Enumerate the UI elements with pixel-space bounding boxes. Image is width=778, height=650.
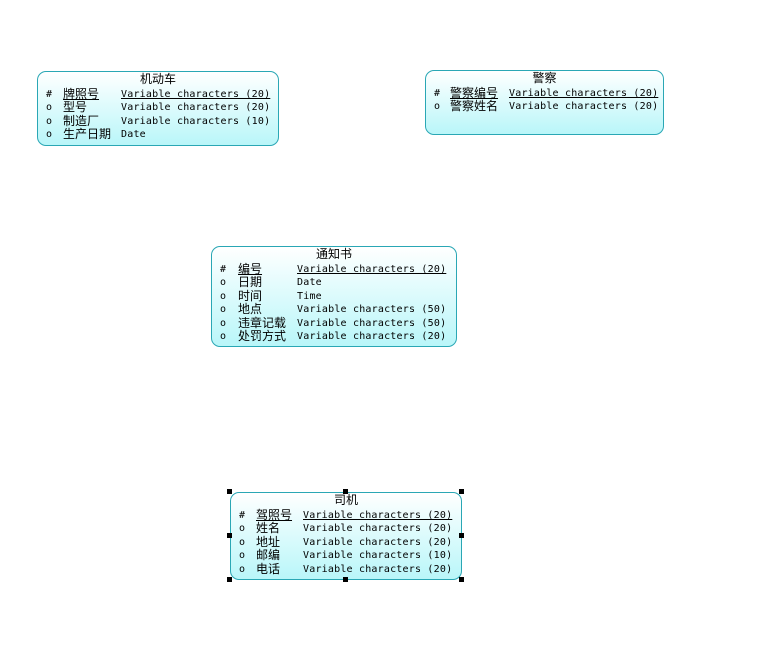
- attribute-marker: o: [220, 290, 227, 302]
- attribute-name: 时间: [238, 288, 263, 303]
- attribute-type: Variable characters (20): [297, 264, 447, 275]
- resize-handle-bottom-left[interactable]: [227, 577, 232, 582]
- attribute-type: Variable characters (20): [121, 89, 271, 100]
- attribute-name: 警察编号: [450, 86, 499, 100]
- entity-title: 司机: [333, 493, 358, 507]
- attribute-type: Variable characters (20): [509, 88, 659, 99]
- primary-key-marker: #: [434, 88, 441, 99]
- entity-title: 警察: [532, 71, 557, 85]
- attribute-marker: o: [46, 129, 53, 141]
- attribute-marker: o: [46, 102, 53, 114]
- resize-handle-bottom[interactable]: [343, 577, 348, 582]
- attribute-type: Variable characters (10): [121, 115, 271, 127]
- attribute-type: Date: [121, 129, 146, 141]
- attribute-name: 姓名: [256, 521, 281, 536]
- primary-key-marker: #: [46, 89, 53, 100]
- resize-handle-bottom-right[interactable]: [459, 577, 464, 582]
- attribute-marker: o: [239, 550, 246, 562]
- attribute-type: Variable characters (10): [303, 550, 453, 562]
- attribute-name: 地址: [256, 534, 281, 549]
- resize-handle-left[interactable]: [227, 533, 232, 538]
- attribute-marker: o: [220, 277, 227, 289]
- attribute-name: 违章记载: [238, 315, 287, 330]
- attribute-name: 驾照号: [256, 508, 293, 522]
- attribute-name: 型号: [63, 100, 88, 115]
- primary-key-marker: #: [239, 510, 246, 521]
- attribute-name: 生产日期: [63, 127, 112, 142]
- attribute-type: Variable characters (20): [303, 536, 453, 548]
- attribute-type: Variable characters (50): [297, 317, 447, 329]
- attribute-type: Variable characters (50): [297, 304, 447, 316]
- resize-handle-top[interactable]: [343, 489, 348, 494]
- attribute-name: 编号: [238, 262, 263, 276]
- resize-handle-top-right[interactable]: [459, 489, 464, 494]
- attribute-name: 邮编: [256, 548, 281, 563]
- attribute-name: 处罚方式: [238, 328, 287, 343]
- resize-handle-right[interactable]: [459, 533, 464, 538]
- entity-jingcha[interactable]: 警察 # 警察编号 Variable characters (20) o 警察姓名 Var…: [425, 70, 664, 135]
- attribute-marker: o: [239, 536, 246, 548]
- attribute-marker: o: [220, 317, 227, 329]
- entity-title: 机动车: [139, 72, 176, 86]
- primary-key-marker: #: [220, 264, 227, 275]
- attribute-name: 日期: [238, 275, 263, 290]
- attribute-marker: o: [434, 101, 441, 113]
- attribute-type: Variable characters (20): [303, 510, 453, 521]
- attribute-type: Variable characters (20): [303, 563, 453, 575]
- attribute-type: Time: [297, 290, 322, 302]
- attribute-type: Variable characters (20): [509, 101, 659, 113]
- attribute-type: Variable characters (20): [297, 330, 447, 342]
- attribute-type: Variable characters (20): [303, 523, 453, 535]
- attribute-type: Variable characters (20): [121, 102, 271, 114]
- attribute-type: Date: [297, 277, 322, 289]
- attribute-name: 牌照号: [63, 87, 100, 101]
- entity-jidongche[interactable]: 机动车 # 牌照号 Variable characters (20) o 型号 Varia…: [37, 71, 279, 146]
- attribute-marker: o: [239, 523, 246, 535]
- attribute-name: 电话: [256, 561, 281, 576]
- attribute-name: 地点: [238, 302, 263, 317]
- attribute-name: 警察姓名: [450, 99, 499, 114]
- attribute-marker: o: [239, 563, 246, 575]
- attribute-marker: o: [220, 330, 227, 342]
- resize-handle-top-left[interactable]: [227, 489, 232, 494]
- attribute-marker: o: [46, 115, 53, 127]
- entity-title: 通知书: [315, 247, 352, 261]
- entity-siji[interactable]: 司机 # 驾照号 Variable characters (20) o 姓名 Variab…: [230, 492, 462, 580]
- attribute-marker: o: [220, 304, 227, 316]
- attribute-name: 制造厂: [63, 113, 100, 128]
